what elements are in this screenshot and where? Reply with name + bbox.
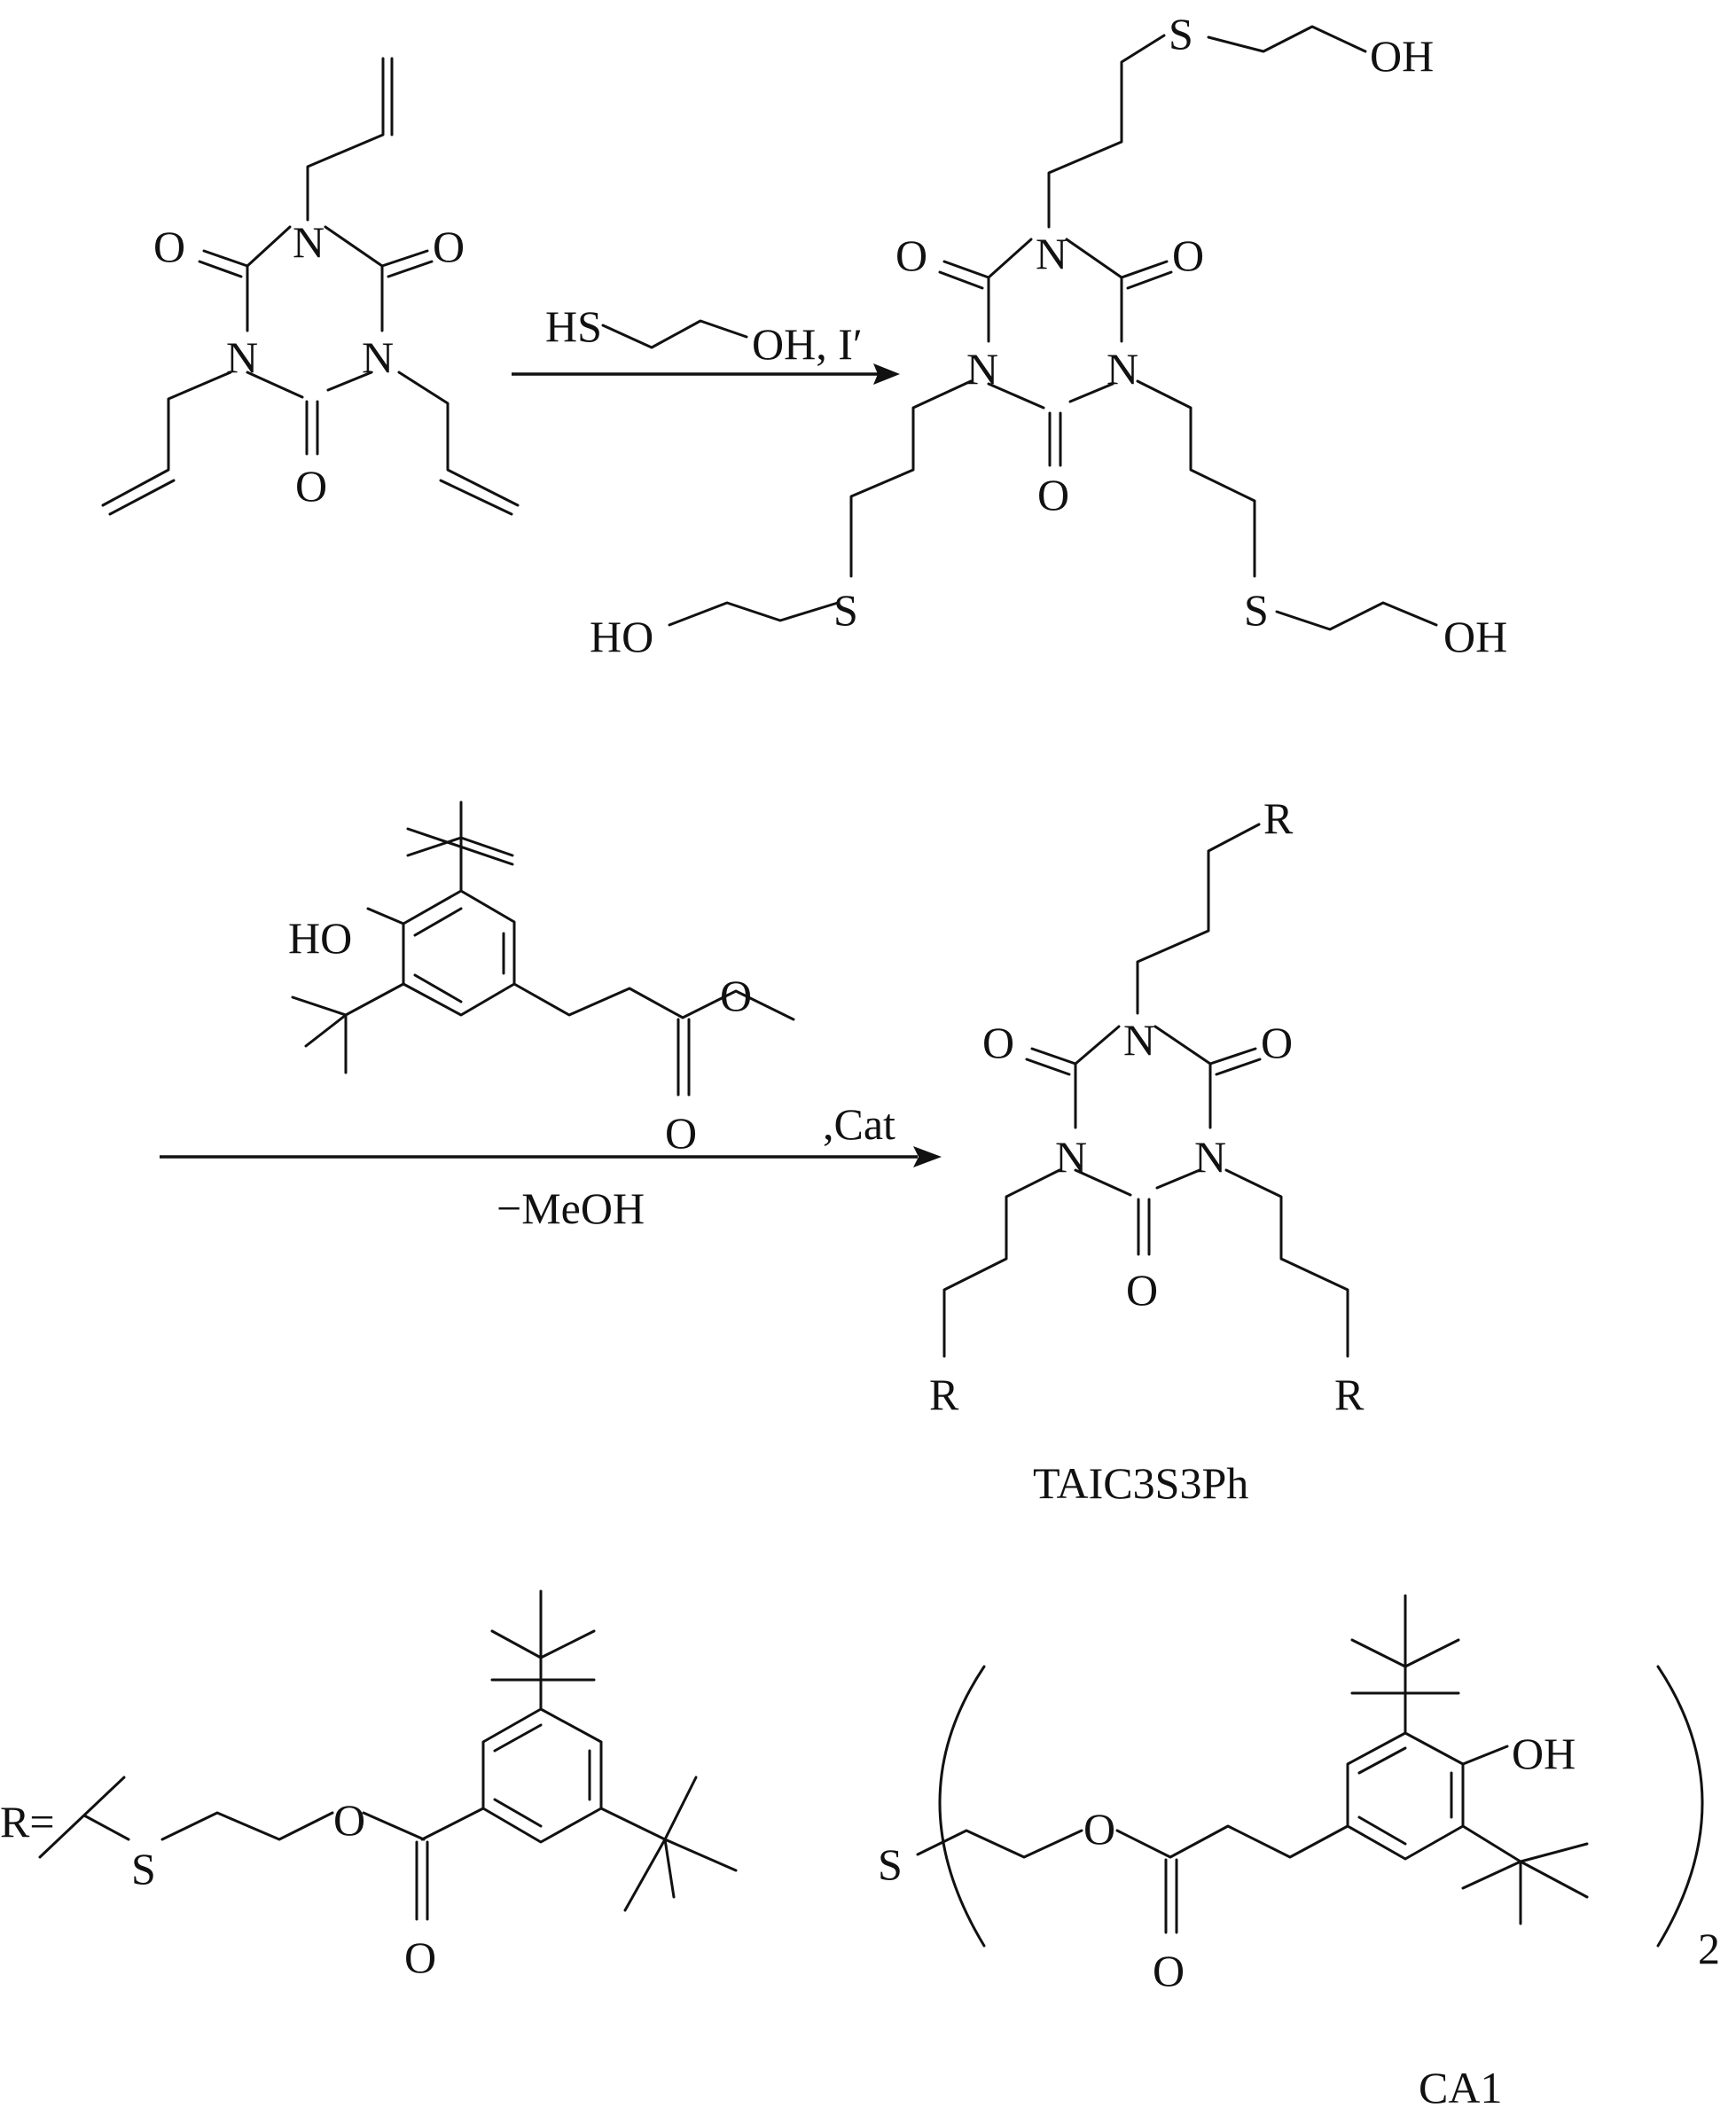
tert-butyl-bottom-ca1 — [1461, 1824, 1589, 1925]
r-chain-left — [942, 1168, 1061, 1358]
benzene-ring-r — [481, 1707, 603, 1844]
atom-label-oh: OH — [1443, 612, 1507, 661]
atom-label-o: O — [665, 1108, 697, 1158]
benzene-inner-r — [493, 1723, 591, 1828]
r-chain-top — [1136, 823, 1261, 1015]
atom-label-o: O — [433, 222, 465, 271]
carbonyl-left-3 — [1025, 1047, 1077, 1076]
phenolic-ester-reagent — [291, 800, 795, 1097]
mercaptoethanol-bonds — [601, 319, 748, 349]
allyl-chain-left — [101, 371, 232, 507]
carbonyl-left-2 — [938, 260, 990, 290]
atom-label-n: N — [1194, 1132, 1226, 1182]
atom-label-o: O — [982, 1018, 1014, 1067]
atom-label-s: S — [833, 585, 858, 635]
ca1-ester-carbonyl — [1164, 1858, 1178, 1934]
atom-label-o: O — [1172, 230, 1204, 280]
ca1-chain — [916, 1824, 1349, 1859]
carbonyl-top-left — [198, 249, 249, 278]
double-bond-right — [439, 479, 513, 516]
reagent-label-2: OH, I′ — [752, 319, 863, 369]
product-name-label: TAIC3S3Ph — [1033, 1458, 1248, 1508]
tert-butyl-top-ca1 — [1350, 1594, 1460, 1735]
thioether-product-structure — [668, 25, 1438, 631]
tert-butyl-top — [406, 800, 514, 893]
ca1-subscript: 2 — [1698, 1924, 1720, 1973]
atom-label-n: N — [966, 344, 998, 394]
left-chain — [668, 379, 973, 627]
atom-label-s: S — [1244, 585, 1269, 635]
ca1-oh-bond — [1461, 1745, 1509, 1766]
atom-label-n: N — [226, 332, 258, 382]
top-chain — [1047, 25, 1367, 229]
atom-label-o: O — [295, 461, 327, 511]
atom-label-n: N — [1123, 1015, 1155, 1065]
reagent-label: HS — [545, 301, 602, 351]
oh-bond — [366, 907, 405, 925]
atom-label-n: N — [362, 332, 394, 382]
benzene-ring-ca1 — [1346, 1731, 1465, 1861]
catalyst-label: ,Cat — [823, 1099, 895, 1149]
ca1-name-label: CA1 — [1419, 2063, 1502, 2108]
atom-label-r: R — [1263, 793, 1294, 843]
tert-butyl-top-r — [490, 1589, 596, 1711]
benzoate-carbonyl — [415, 1840, 429, 1921]
atom-label-s: S — [878, 1839, 903, 1889]
atom-label-r: R — [1334, 1370, 1365, 1419]
atom-label-o: O — [153, 222, 185, 271]
atom-label-s: S — [1169, 9, 1193, 59]
ester-carbonyl — [676, 1018, 691, 1097]
carbonyl-bottom-2 — [1048, 411, 1062, 467]
atom-label-n: N — [293, 217, 325, 267]
atom-label-o: O — [1153, 1946, 1185, 1995]
allyl-chain-right — [397, 371, 520, 507]
reaction-arrow-2 — [160, 1146, 942, 1167]
ca1-structure — [916, 1594, 1704, 1948]
atom-label-ho: HO — [288, 913, 352, 963]
byproduct-label: −MeOH — [497, 1183, 645, 1233]
atom-label-o: O — [1083, 1804, 1115, 1854]
carbonyl-bottom — [305, 400, 319, 456]
atom-label-o: O — [895, 230, 927, 280]
atom-label-ho: HO — [590, 612, 653, 661]
carbonyl-right-2 — [1120, 260, 1173, 290]
atom-label-s: S — [131, 1844, 156, 1893]
atom-label-n: N — [1036, 229, 1067, 278]
propanoate-chain — [512, 982, 795, 1021]
right-chain — [1136, 379, 1438, 631]
atom-label-n: N — [1055, 1132, 1087, 1182]
carbonyl-to-ring — [420, 1807, 485, 1841]
carbonyl-bottom-3 — [1137, 1198, 1151, 1256]
wavy-bond-cut — [38, 1776, 126, 1859]
allyl-chain-top — [306, 57, 385, 222]
reaction-arrow-1 — [512, 319, 900, 385]
atom-label-r: R — [929, 1370, 959, 1419]
atom-label-oh: OH — [1370, 31, 1434, 81]
left-parenthesis — [938, 1665, 986, 1948]
r-chain-right — [1224, 1168, 1349, 1358]
atom-label-o: O — [404, 1932, 436, 1982]
taic3s3ph-structure — [942, 823, 1349, 1358]
structure-tac — [101, 57, 520, 516]
atom-label-o: O — [333, 1795, 365, 1845]
benzene-inner — [413, 907, 505, 1003]
double-bond-left — [108, 479, 176, 516]
r-linker-chain — [82, 1811, 426, 1841]
benzene-inner-ca1 — [1357, 1746, 1453, 1846]
carbonyl-top-right — [380, 249, 434, 278]
atom-label-o: O — [1261, 1018, 1293, 1067]
tert-butyl-left — [291, 982, 405, 1074]
atom-label-oh: OH — [1512, 1729, 1576, 1778]
atom-label-o: O — [1037, 470, 1069, 519]
atom-label-n: N — [1107, 344, 1138, 394]
tert-butyl-right-r — [599, 1776, 738, 1912]
atom-label-o: O — [720, 971, 752, 1020]
carbonyl-right-3 — [1208, 1047, 1262, 1076]
r-group-structure — [38, 1589, 738, 1921]
right-parenthesis — [1656, 1665, 1704, 1948]
atom-label-o: O — [1126, 1265, 1158, 1315]
r-equals-label: R= — [0, 1797, 55, 1846]
